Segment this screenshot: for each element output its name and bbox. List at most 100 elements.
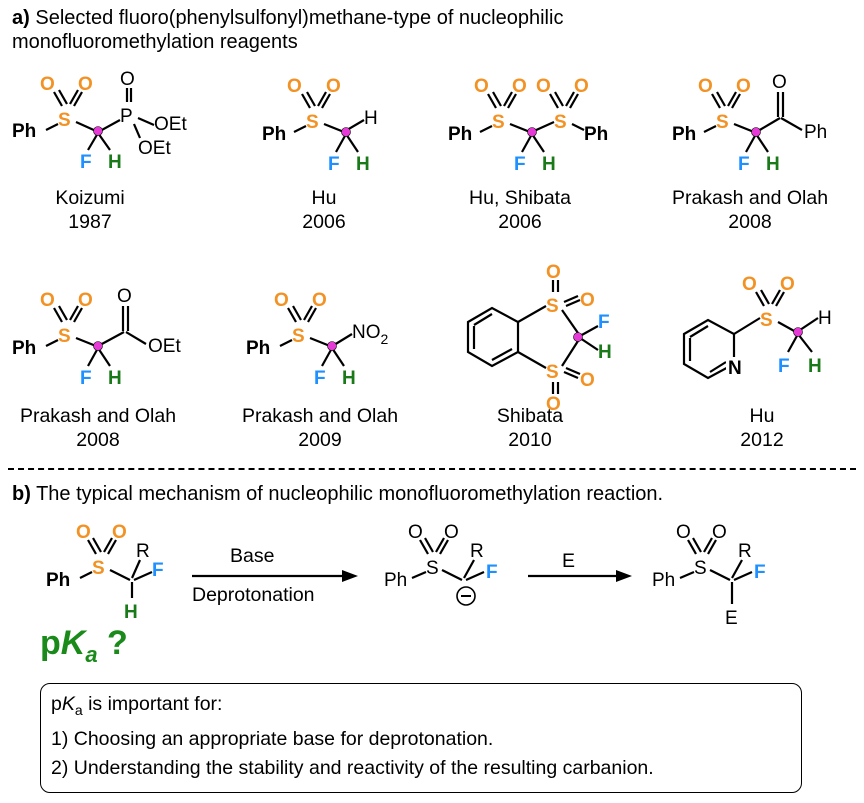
atom-r: R	[738, 541, 752, 562]
caption-hu-shibata: Hu, Shibata 2006	[410, 186, 630, 234]
info-heading-k: K	[61, 693, 75, 715]
atom-o: O	[287, 76, 302, 97]
atom-h: H	[542, 154, 556, 175]
atom-s: S	[92, 558, 105, 579]
atom-p: P	[120, 106, 133, 127]
structure-prakash-olah-2008-ester: Ph S O O F H O OEt	[12, 286, 181, 389]
section-a-title-line1: Selected fluoro(phenylsulfonyl)methane-t…	[35, 7, 564, 29]
pka-a: a	[85, 641, 98, 667]
group-no2: NO2	[352, 322, 389, 347]
atom-h: H	[108, 152, 122, 173]
info-heading-p: p	[51, 693, 62, 715]
caption-year: 2008	[76, 429, 120, 451]
atom-o: O	[546, 394, 561, 415]
section-a-heading: a) Selected fluoro(phenylsulfonyl)methan…	[12, 6, 563, 54]
atom-o: O	[76, 522, 91, 543]
atom-s: S	[554, 112, 567, 133]
atom-o: O	[580, 370, 595, 391]
atom-s: S	[546, 296, 559, 317]
reactive-carbon-dot	[751, 127, 761, 137]
atom-f: F	[314, 368, 326, 389]
atom-r: R	[470, 541, 484, 562]
atom-ph: Ph	[46, 570, 70, 591]
atom-h: H	[364, 108, 378, 129]
caption-koizumi: Koizumi 1987	[0, 186, 200, 234]
atom-f: F	[486, 562, 498, 583]
reactive-carbon-dot	[793, 327, 803, 337]
structure-prakash-olah-2009: Ph S O O F H NO2	[246, 290, 389, 389]
atom-o: O	[512, 76, 527, 97]
caption-year: 2010	[508, 429, 552, 451]
atom-o: O	[474, 76, 489, 97]
atom-h: H	[124, 602, 138, 623]
caption-shibata-2010: Shibata 2010	[420, 404, 640, 452]
atom-f: F	[80, 152, 92, 173]
atom-s: S	[760, 310, 773, 331]
atom-ph: Ph	[584, 124, 608, 145]
group-oet: OEt	[148, 336, 181, 357]
atom-f: F	[328, 154, 340, 175]
reactive-carbon-dot	[573, 332, 583, 342]
atom-n: N	[728, 358, 742, 379]
atom-o: O	[40, 290, 55, 311]
atom-o: O	[536, 76, 551, 97]
structure-prakash-olah-2008-ketone: Ph S O O F H O Ph	[672, 72, 827, 175]
atom-f: F	[80, 368, 92, 389]
atom-o: O	[274, 290, 289, 311]
mechanism-carbanion: Ph S O O R F	[384, 522, 498, 606]
atom-o: O	[78, 290, 93, 311]
atom-h: H	[766, 154, 780, 175]
structure-shibata-2010: S S O O O O F H	[466, 262, 612, 415]
reactive-carbon-dot	[341, 127, 351, 137]
info-item-1: 1) Choosing an appropriate base for depr…	[51, 727, 494, 750]
reactive-carbon-dot	[327, 341, 337, 351]
atom-ph: Ph	[246, 338, 270, 359]
section-b-heading: b) The typical mechanism of nucleophilic…	[12, 482, 663, 506]
pka-p: p	[40, 624, 61, 662]
info-heading: pKa is important for:	[51, 690, 791, 725]
atom-e: E	[725, 608, 738, 629]
atom-f: F	[514, 154, 526, 175]
pka-question: pKa ?	[40, 624, 128, 668]
atom-o: O	[117, 286, 132, 307]
caption-prakash-olah-2008-a: Prakash and Olah 2008	[640, 186, 860, 234]
atom-o: O	[408, 522, 423, 543]
reactive-carbon-dot	[93, 126, 103, 136]
section-a-title-line2: monofluoromethylation reagents	[12, 31, 298, 53]
info-item-2: 2) Understanding the stability and react…	[51, 756, 654, 779]
caption-year: 2006	[498, 211, 542, 233]
caption-hu-2006: Hu 2006	[214, 186, 434, 234]
caption-year: 1987	[68, 211, 112, 233]
atom-h: H	[342, 368, 356, 389]
atom-o: O	[78, 74, 93, 95]
atom-f: F	[778, 356, 790, 377]
atom-h: H	[356, 154, 370, 175]
caption-author: Koizumi	[55, 187, 125, 209]
atom-o: O	[546, 262, 561, 283]
atom-h: H	[108, 368, 122, 389]
section-a-label: a)	[12, 7, 30, 29]
caption-prakash-olah-2009: Prakash and Olah 2009	[210, 404, 430, 452]
caption-year: 2009	[298, 429, 342, 451]
atom-ph: Ph	[12, 121, 36, 142]
arrow1-top-label: Base	[230, 545, 275, 567]
atom-s: S	[716, 112, 729, 133]
section-b-title: The typical mechanism of nucleophilic mo…	[36, 483, 664, 505]
atom-o: O	[742, 274, 757, 295]
caption-year: 2006	[302, 211, 346, 233]
section-b-label: b)	[12, 483, 31, 505]
structure-hu-2012: N S O O H F H	[682, 274, 832, 380]
reaction-arrow-electrophile	[528, 570, 632, 582]
atom-ph: Ph	[384, 570, 407, 591]
caption-author: Prakash and Olah	[19, 405, 177, 427]
reactive-carbon-dot	[93, 341, 103, 351]
atom-f: F	[152, 560, 164, 581]
pka-q: ?	[107, 624, 128, 662]
atom-o: O	[40, 74, 55, 95]
section-divider	[8, 468, 856, 470]
info-heading-a: a	[74, 701, 83, 718]
reactive-carbon-dot	[527, 127, 537, 137]
atom-o: O	[780, 274, 795, 295]
atom-ph: Ph	[448, 124, 472, 145]
